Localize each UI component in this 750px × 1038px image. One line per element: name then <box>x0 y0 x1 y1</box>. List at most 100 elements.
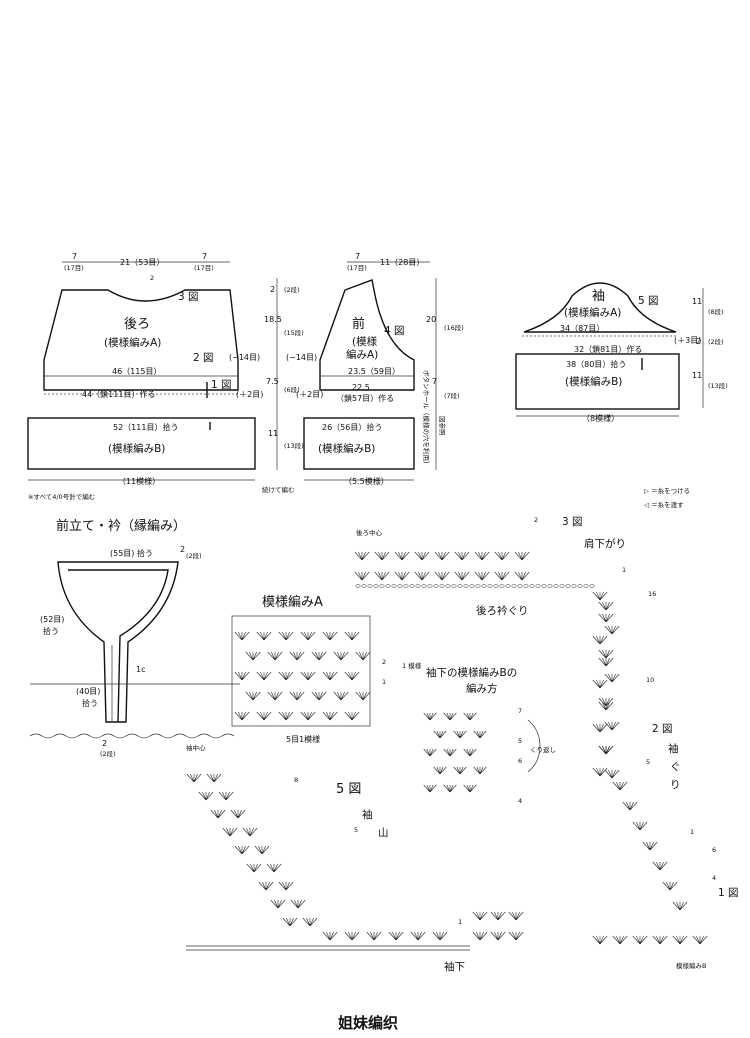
stitch-fan-symbol <box>443 748 457 757</box>
front-pattern: (模様 <box>352 335 378 348</box>
fig5-cap-1: 袖 <box>362 808 373 821</box>
chain-stitch-symbol <box>391 584 397 588</box>
collar-side-2: 拾う <box>43 626 59 636</box>
stitch-fan-symbol <box>266 863 282 873</box>
stitch-fan-symbol <box>494 551 510 561</box>
stitch-fan-symbol <box>210 809 226 819</box>
stitch-fan-symbol <box>388 931 404 941</box>
stitch-fan-symbol <box>394 571 410 581</box>
stitch-fan-symbol <box>632 821 648 831</box>
stitch-fan-symbol <box>374 571 390 581</box>
sleeve-piece: 袖 (模様編みA) 5 図 34（87目） 32（鎖81目）作る 38（80目）… <box>515 282 728 509</box>
stitch-fan-symbol <box>234 845 250 855</box>
fig2-armhole-3: り <box>670 779 681 791</box>
sleeve-border: (模様編みB) <box>565 375 622 388</box>
stitch-fan-symbol <box>598 745 614 755</box>
fig3-center: 後ろ中心 <box>356 528 383 537</box>
chart-a-title: 模様編みA <box>262 594 323 610</box>
stitch-fan-symbol <box>474 571 490 581</box>
chain-stitch-symbol <box>493 584 499 588</box>
stitch-fan-symbol <box>374 551 390 561</box>
stitch-fan-symbol <box>254 845 270 855</box>
front-side-b-rows: (7段) <box>444 391 460 400</box>
stitch-fan-symbol <box>267 651 283 661</box>
chart-b-title-2: 編み方 <box>466 682 498 695</box>
back-fig1-label: 1 図 <box>211 379 232 391</box>
stitch-fan-symbol <box>300 671 316 681</box>
stitch-fan-symbol <box>672 935 688 945</box>
front-side-b: 7 <box>432 377 437 386</box>
stitch-fan-symbol <box>423 784 437 793</box>
join-note: 続けて編む <box>262 485 295 494</box>
stitch-fan-symbol <box>604 769 620 779</box>
stitch-fan-symbol <box>642 841 658 851</box>
stitch-fan-symbol <box>218 791 234 801</box>
fig5-center: 袖中心 <box>186 743 206 752</box>
stitch-fan-symbol <box>333 651 349 661</box>
back-title: 後ろ <box>124 317 150 332</box>
stitch-fan-symbol <box>592 723 608 733</box>
stitch-fan-symbol <box>598 657 614 667</box>
chain-stitch-symbol <box>547 584 553 588</box>
back-fig2-label: 2 図 <box>193 352 214 364</box>
stitch-fan-symbol <box>322 671 338 681</box>
stitch-fan-symbol <box>410 931 426 941</box>
sleeve-motifs: （8模様） <box>582 413 619 423</box>
stitch-fan-symbol <box>612 781 628 791</box>
stitch-fan-symbol <box>344 671 360 681</box>
stitch-fan-symbol <box>604 625 620 635</box>
stitch-fan-symbol <box>514 571 530 581</box>
chain-stitch-symbol <box>403 584 409 588</box>
sleeve-side-a-rows: (8段) <box>708 307 724 316</box>
back-side-d: 11 <box>268 429 278 438</box>
collar-rows-bottom: 2 <box>102 739 107 748</box>
stitch-fan-symbol <box>592 591 608 601</box>
front-top-mid-dim: 11（28目） <box>380 258 424 267</box>
stitch-fan-symbol <box>354 551 370 561</box>
legend-cut: ◁ ＝糸を渡す <box>644 500 684 509</box>
chain-stitch-symbol <box>565 584 571 588</box>
chain-stitch-symbol <box>469 584 475 588</box>
stitch-fan-symbol <box>672 901 688 911</box>
stitch-fan-symbol <box>245 651 261 661</box>
back-top-right-dim: 7 <box>202 252 207 261</box>
stitch-fan-symbol <box>245 691 261 701</box>
chain-stitch-symbol <box>463 584 469 588</box>
stitch-fan-symbol <box>423 712 437 721</box>
chain-stitch-symbol <box>427 584 433 588</box>
front-top-left-dim: 7 <box>355 252 360 261</box>
chain-stitch-symbol <box>367 584 373 588</box>
front-decrease: (−14目) <box>286 353 317 362</box>
sleeve-chain: 34（87目） <box>560 324 604 333</box>
stitch-fan-symbol <box>423 748 437 757</box>
back-width: 46（115目） <box>112 367 161 376</box>
front-chain-b: （鎖57目）作る <box>336 393 394 403</box>
chain-stitch-symbol <box>577 584 583 588</box>
stitch-fan-symbol <box>434 571 450 581</box>
watermark: 姐妹编织 <box>338 1014 398 1032</box>
front-pattern-2: 編みA) <box>346 348 378 361</box>
chain-stitch-symbol <box>457 584 463 588</box>
stitch-fan-symbol <box>311 691 327 701</box>
stitch-fan-symbol <box>414 551 430 561</box>
stitch-fan-symbol <box>355 651 371 661</box>
fig5-row-5: 5 <box>354 826 358 834</box>
stitch-fan-symbol <box>300 711 316 721</box>
stitch-fan-symbol <box>472 911 488 921</box>
chart-a-row-1: 1 <box>382 678 386 686</box>
chart-b-row-7: 7 <box>518 707 522 715</box>
front-title: 前 <box>352 316 365 332</box>
stitch-fan-symbol <box>432 931 448 941</box>
stitch-fan-symbol <box>311 651 327 661</box>
stitch-fan-symbol <box>278 711 294 721</box>
back-side-b-rows: (15段) <box>284 328 304 337</box>
stitch-fan-symbol <box>592 935 608 945</box>
front-top-left-sts: (17目) <box>347 264 367 272</box>
back-side-c: 7.5 <box>266 377 279 386</box>
stitch-fan-symbol <box>186 773 202 783</box>
front-side-dims: 20 (16段) 7 (7段) ボタンホール（模様の穴を利用） 図参照 <box>422 278 464 470</box>
figure-2-armhole: 2 図 袖 ぐ り 5 1 6 4 1 図 模様編みB <box>592 601 739 970</box>
stitch-fan-symbol <box>198 791 214 801</box>
stitch-fan-symbol <box>514 551 530 561</box>
figure-3-neck: 3 図 後ろ中心 肩下がり 後ろ衿ぐり 2 1 16 10 <box>354 516 656 777</box>
